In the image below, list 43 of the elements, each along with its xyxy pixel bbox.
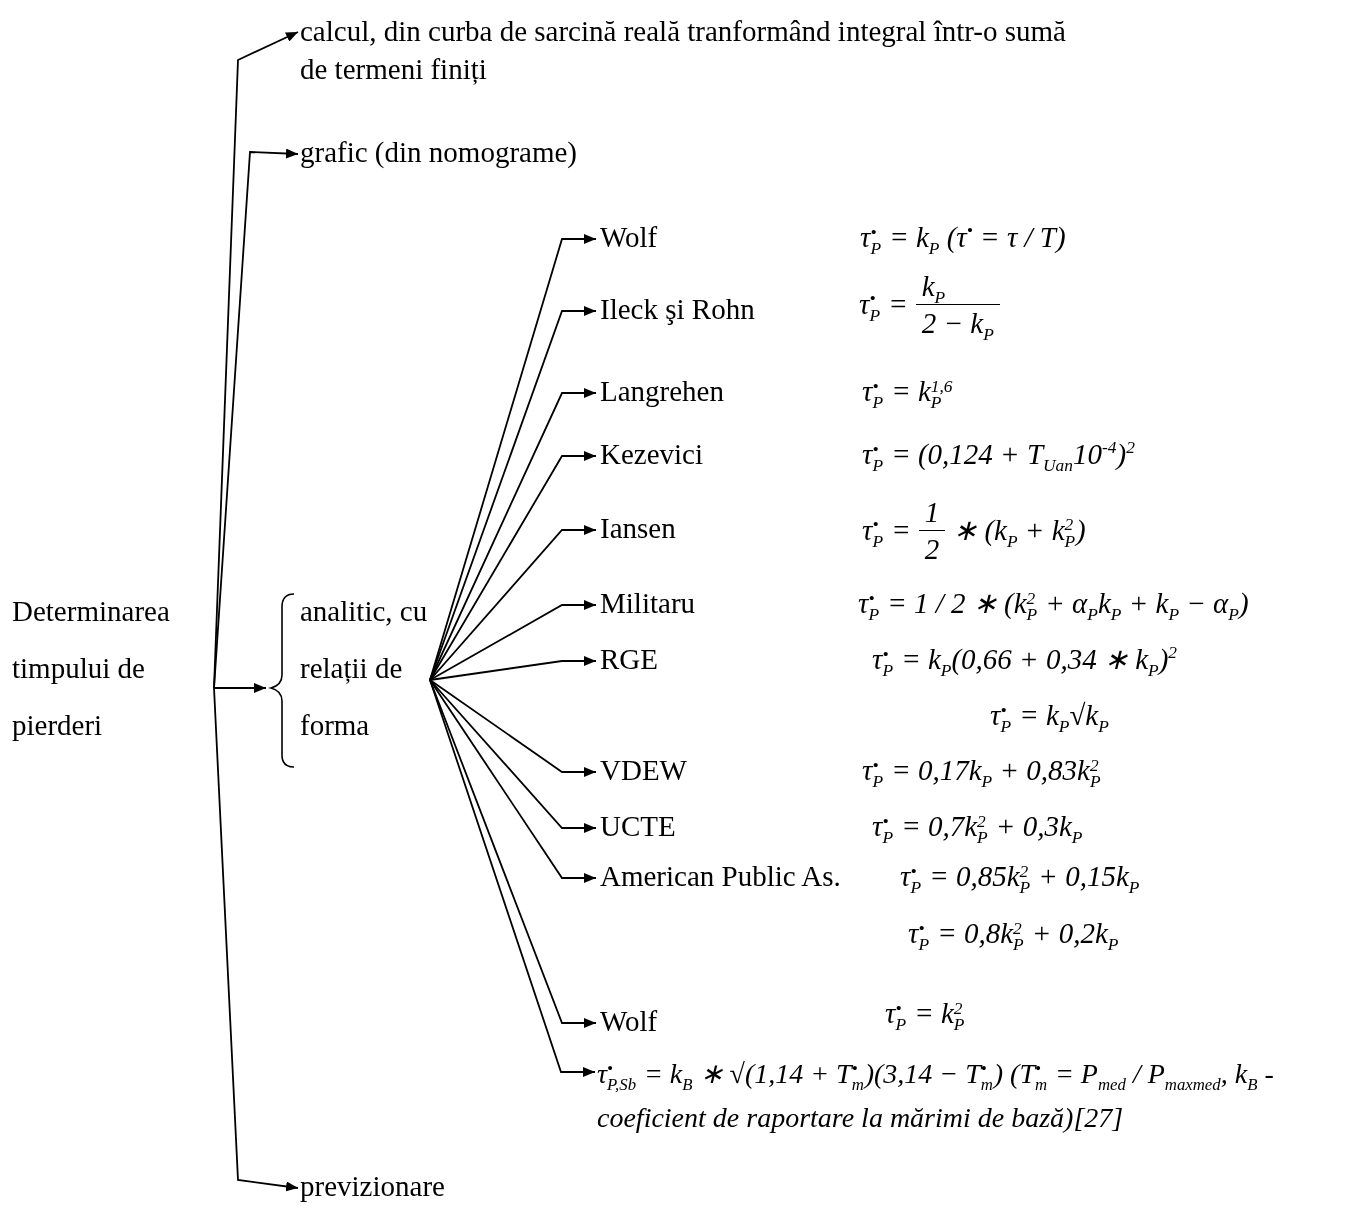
method-label: Militaru (600, 586, 696, 621)
method-label: Iansen (600, 511, 676, 546)
branch-label: previzionare (300, 1168, 600, 1204)
formula-text: τ$^{•}$$_{P}$ = 0,8k$_{P}$$^{2}$ + 0,2k$_{P}$ (908, 916, 1119, 953)
formula-text: τ$^{•}$$_{P,Sb}$ = k$_{B}$ ∗ √(1,14 + T$^{•}$$_{m}$)(3,14 − T$^{•}$$_{m}$) (T$^{•}$$_{m}$ = P$_{med}$ / P$_{maxmed}$, k$_{B}$ - coeficient de raportare la mărimi de bază)[27] (597, 1052, 1342, 1140)
method-label: Langrehen (600, 374, 724, 409)
method-label: American Public As. (600, 859, 841, 894)
formula-text: τ$^{•}$$_{P}$ = 0,7k$_{P}$$^{2}$ + 0,3k$_{P}$ (872, 809, 1083, 846)
branch-label: analitic, cu relații de forma (300, 594, 428, 743)
formula-text: τ$^{•}$$_{P}$ = k$_{P}$√k$_{P}$ (990, 698, 1109, 735)
formula-text: τ$^{•}$$_{P}$ = k$_{P}$(0,66 + 0,34 ∗ k$_{P}$)$^{2}$ (872, 641, 1178, 679)
arrow (429, 451, 597, 681)
arrow (429, 679, 597, 777)
formula-text: τ$^{•}$$_{P}$ = (0,124 + T$_{Uan}$10$^{-4}$)$^{2}$ (862, 436, 1135, 474)
arrow (429, 600, 597, 681)
arrow (429, 679, 597, 833)
method-label: Kezevici (600, 437, 704, 472)
method-label: Wolf (600, 1004, 658, 1039)
formula-text: τ$^{•}$$_{P}$ = k$_{P}$ (τ$^{•}$ = τ / T) (860, 219, 1066, 257)
method-label: VDEW (600, 753, 687, 788)
formula-text: τ$^{•}$$_{P}$ = (861, 512, 912, 550)
fraction-numerator: k$_{P}$ (915, 268, 1000, 305)
formula-text: τ$^{•}$$_{P}$ = (858, 286, 909, 324)
arrow (429, 656, 597, 681)
arrow (213, 683, 267, 693)
method-label: Wolf (600, 220, 658, 255)
fraction-denominator: 2 − k$_{P}$ (920, 306, 995, 341)
method-label: Ileck şi Rohn (600, 292, 755, 327)
formula-text: ∗ (k$_{P}$ + k$_{P}$$^{2}$) (952, 512, 1087, 550)
arrow (429, 525, 597, 681)
branch-label: grafic (din nomograme) (300, 134, 800, 170)
arrow (213, 148, 299, 689)
arrow (429, 679, 597, 883)
root-label: Determinarea timpului de pierderi (12, 583, 212, 754)
formula-text: τ$^{•}$$_{P}$ = 1 / 2 ∗ (k$_{P}$$^{2}$ + α$_{P}$k$_{P}$ + k$_{P}$ − α$_{P}$) (858, 586, 1249, 623)
fraction-numerator: 1 (918, 494, 946, 531)
arrow (429, 234, 597, 681)
method-label: RGE (600, 642, 658, 677)
method-label: UCTE (600, 809, 676, 844)
branch-label: calcul, din curba de sarcină reală tranformând integral într-o sumă de termeni finiți (300, 12, 1100, 88)
formula-text: τ$^{•}$$_{P}$ = 0,85k$_{P}$$^{2}$ + 0,15k$_{P}$ (900, 859, 1140, 896)
arrow (213, 687, 299, 1192)
fraction-denominator: 2 (923, 532, 941, 567)
